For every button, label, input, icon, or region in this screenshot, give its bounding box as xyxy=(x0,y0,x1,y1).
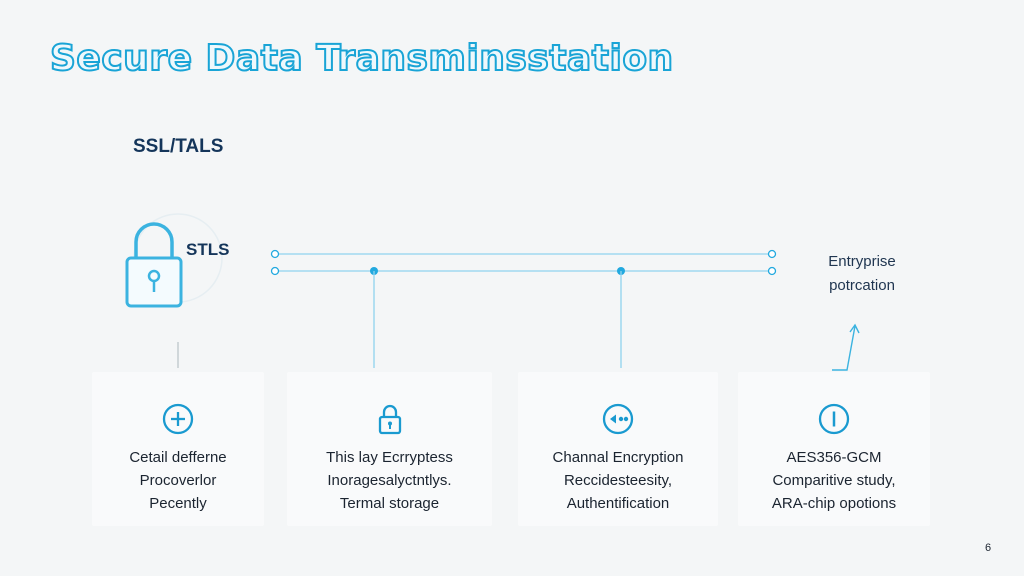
line-endpoint xyxy=(767,266,777,276)
padlock-icon xyxy=(125,213,223,308)
card-line: ARA-chip opotions xyxy=(771,495,897,512)
card-encryption-storage: This lay Ecrryptess Inoragesalyctntlys. … xyxy=(287,372,492,526)
lock-icon xyxy=(378,404,401,435)
padlock-illustration xyxy=(118,212,228,312)
arrow-head-icon xyxy=(849,323,860,334)
exchange-circle-icon xyxy=(602,403,634,435)
card-channel-encryption: Channal Encryption Reccidesteesity, Auth… xyxy=(518,372,718,526)
card-line: AES356-GCM xyxy=(786,449,882,466)
line-endpoint xyxy=(270,266,280,276)
protocol-label: SSL/TALS xyxy=(133,136,224,157)
card-detail: Cetail defferne Procoverlor Pecently xyxy=(92,372,264,526)
page-number: 6 xyxy=(985,542,992,554)
card-line: Termal storage xyxy=(339,495,440,512)
line-endpoint xyxy=(270,249,280,259)
arrow-line xyxy=(832,325,856,371)
card-line: Reccidesteesity, xyxy=(563,472,673,489)
card-line: Authentification xyxy=(566,495,670,512)
info-circle-icon xyxy=(818,403,850,435)
line-endpoint xyxy=(767,249,777,259)
lock-label: STLS xyxy=(186,240,230,259)
card-line: Inoragesalyctntlys. xyxy=(327,472,452,489)
card-line: Comparitive study, xyxy=(772,472,896,489)
card-line: Procoverlor xyxy=(139,472,217,489)
card-line: Channal Encryption xyxy=(552,449,684,466)
card-line: Pecently xyxy=(149,495,207,512)
enterprise-line-2: potrcation xyxy=(829,277,895,294)
slide-title: Secure Data Transminsstation xyxy=(49,37,674,80)
enterprise-line-1: Entryprise xyxy=(828,253,896,270)
card-line: This lay Ecrryptess xyxy=(326,449,453,466)
enterprise-protection-label: Entryprise potrcation xyxy=(800,250,924,298)
card-aes-gcm: AES356-GCM Comparitive study, ARA-chip o… xyxy=(738,372,930,526)
card-line: Cetail defferne xyxy=(129,449,227,466)
plus-circle-icon xyxy=(162,403,194,435)
